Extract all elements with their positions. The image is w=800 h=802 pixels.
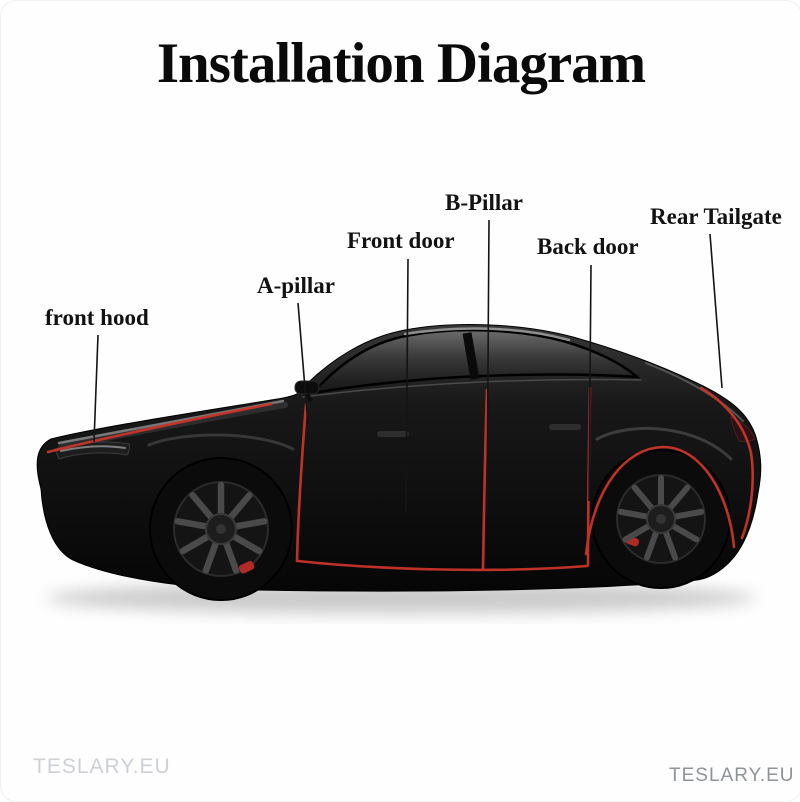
- brake-caliper: [238, 560, 255, 574]
- leader-line-front-door: [405, 258, 409, 514]
- wheel-spokes: [617, 475, 705, 561]
- seal-strip-rear-arch: [584, 445, 736, 556]
- label-front-hood: front hood: [45, 305, 149, 330]
- leader-line-rear-tailgate: [709, 233, 723, 389]
- leader-line-back-door: [588, 264, 592, 502]
- rear-wheel: [591, 449, 731, 589]
- leader-line-front-hood: [93, 334, 99, 443]
- seal-strip-door-middle: [481, 388, 489, 571]
- label-rear-tailgate: Rear Tailgate: [650, 204, 782, 229]
- watermark-bottom-right: TESLARY.EU: [669, 765, 795, 786]
- watermark-bottom-left: TESLARY.EU: [33, 755, 171, 778]
- leader-line-b-pillar: [486, 219, 490, 516]
- front-door-handle: [377, 431, 409, 437]
- page-title: Installation Diagram: [156, 32, 646, 95]
- leader-line-a-pillar: [297, 302, 309, 426]
- seal-strip-hood: [46, 402, 273, 454]
- b-pillar-divider: [462, 332, 480, 380]
- label-back-door: Back door: [537, 234, 639, 259]
- front-wheel: [149, 457, 293, 601]
- body-highlights: [57, 327, 744, 461]
- leader-lines: [93, 219, 723, 516]
- label-b-pillar: B-Pillar: [445, 190, 523, 215]
- back-door-handle: [549, 424, 581, 430]
- wheel-spokes: [174, 481, 268, 574]
- seal-strip-tailgate: [699, 386, 755, 540]
- label-a-pillar: A-pillar: [257, 273, 335, 298]
- seal-strip-rocker: [296, 559, 589, 572]
- seal-strips: [46, 386, 755, 572]
- label-front-door: Front door: [347, 228, 455, 253]
- side-mirror: [294, 380, 320, 402]
- seal-strip-front-door-front: [295, 402, 308, 563]
